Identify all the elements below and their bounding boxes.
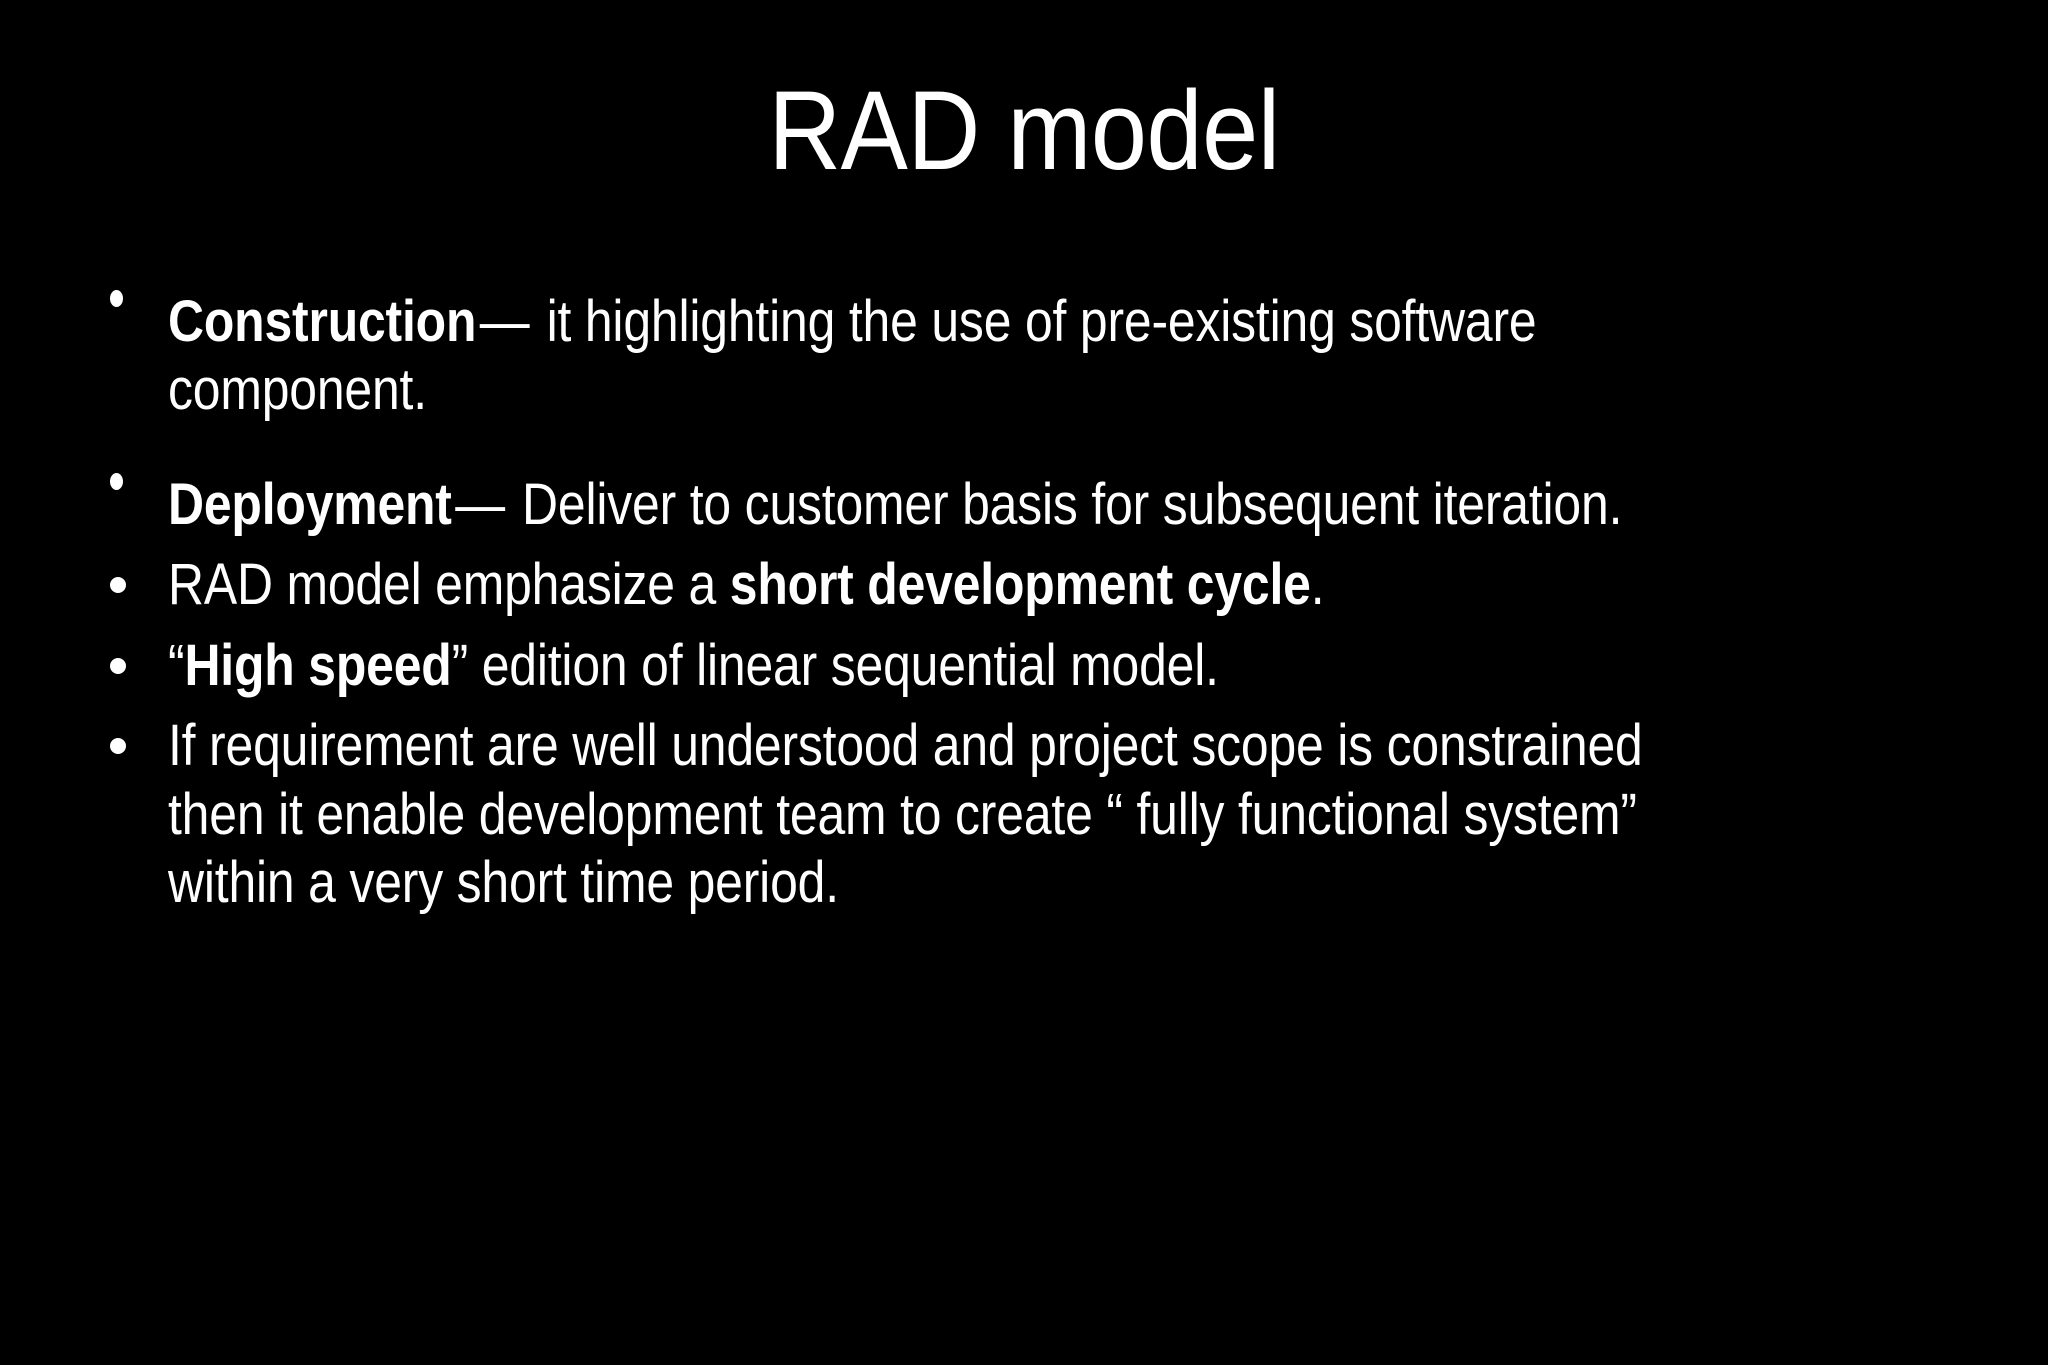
bullet-post-text: .: [1310, 552, 1325, 618]
list-item-text: If requirement are well understood and p…: [168, 713, 1643, 916]
bullet-rest-text: it highlighting the use of pre-existing …: [168, 289, 1537, 423]
list-item: Construction— it highlighting the use of…: [96, 288, 1976, 425]
list-item-text: Deployment— Deliver to customer basis fo…: [168, 471, 1723, 539]
list-item-text: Construction— it highlighting the use of…: [168, 288, 1723, 425]
list-item: RAD model emphasize a short development …: [96, 551, 1976, 619]
list-item: “High speed” edition of linear sequentia…: [96, 632, 1976, 700]
bullet-emphasis: short development cycle: [729, 552, 1311, 618]
bullet-emphasis: High speed: [184, 632, 452, 698]
bullet-lead-term: Deployment: [168, 471, 452, 537]
bullet-list: Construction— it highlighting the use of…: [96, 288, 1976, 918]
bullet-rest-text: Deliver to customer basis for subsequent…: [508, 471, 1623, 537]
em-dash: —: [455, 471, 505, 537]
bullet-dot-icon: [96, 551, 168, 594]
paragraph-spacer: [96, 539, 1976, 551]
paragraph-spacer: [96, 425, 1976, 471]
bullet-dot-icon: [96, 471, 168, 490]
bullet-dot-icon: [96, 712, 168, 755]
bullet-lead-term: Construction: [168, 289, 477, 354]
paragraph-spacer: [96, 700, 1976, 712]
list-item: If requirement are well understood and p…: [96, 712, 1976, 917]
bullet-pre-text: RAD model emphasize a: [168, 552, 730, 618]
bullet-open-quote: “: [168, 632, 185, 698]
bullet-dot-icon: [96, 632, 168, 674]
bullet-post-text: ” edition of linear sequential model.: [451, 632, 1219, 698]
em-dash: —: [479, 289, 530, 354]
list-item: Deployment— Deliver to customer basis fo…: [96, 471, 1976, 539]
paragraph-spacer: [96, 620, 1976, 632]
list-item-text: RAD model emphasize a short development …: [168, 551, 1723, 619]
list-item-text: “High speed” edition of linear sequentia…: [168, 632, 1723, 700]
bullet-dot-icon: [96, 288, 168, 307]
page-title: RAD model: [768, 68, 1280, 193]
